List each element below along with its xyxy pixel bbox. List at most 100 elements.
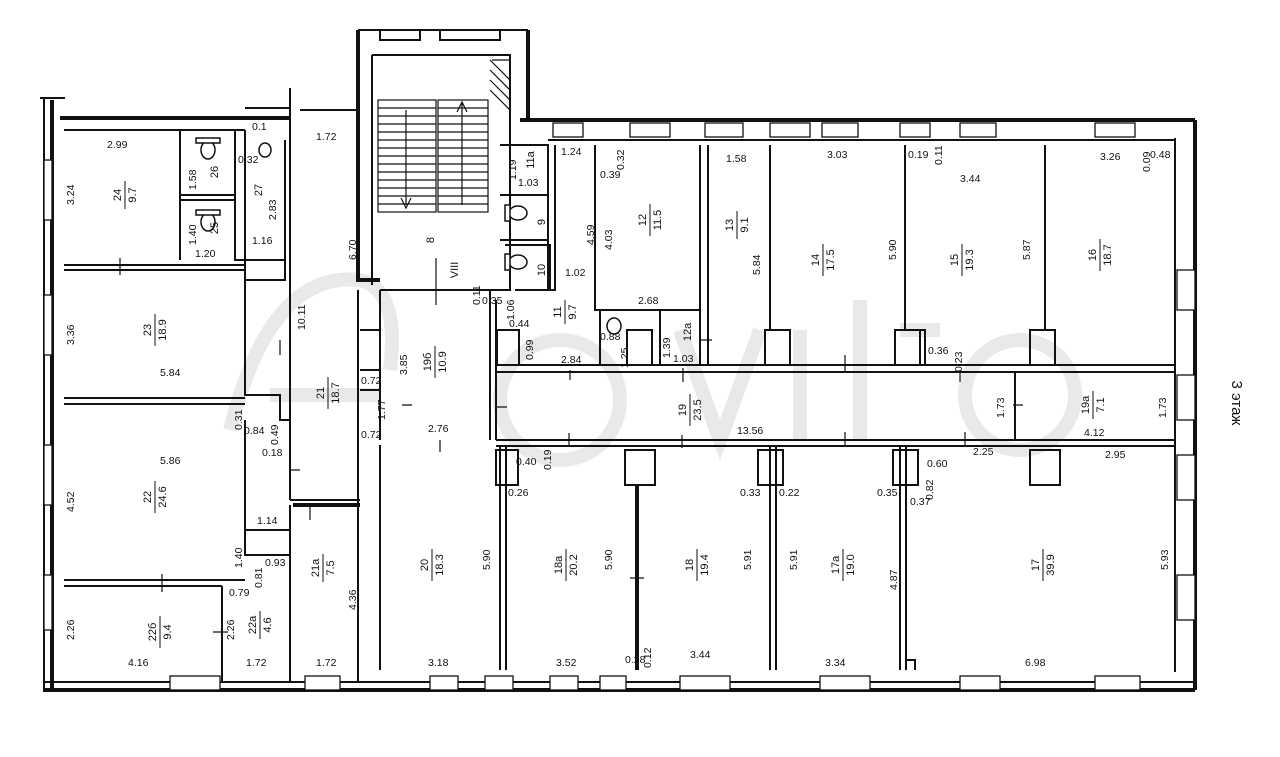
- dim-label: 5.90: [481, 549, 493, 570]
- dim-label: 4.59: [585, 224, 597, 245]
- dim-label: 1.25: [619, 347, 631, 368]
- dim-label: 5.91: [742, 549, 754, 570]
- dim-label: 5.91: [788, 549, 800, 570]
- room-label-11: 11 9.7: [552, 300, 579, 324]
- dim-label: 2.26: [65, 619, 77, 640]
- dim-label: 10.11: [296, 304, 308, 330]
- svg-text:19б: 19б: [422, 353, 434, 372]
- room-label-14: 14 17.5: [810, 244, 837, 276]
- dim-label: 1.72: [246, 657, 267, 669]
- room-label-22a: 22а 4.6: [247, 611, 274, 639]
- svg-text:17.5: 17.5: [825, 249, 837, 270]
- svg-text:13: 13: [724, 219, 736, 231]
- door-marks: [119, 258, 1023, 633]
- svg-text:7.1: 7.1: [1095, 397, 1107, 412]
- dim-label: 5.86: [160, 455, 181, 467]
- room-label-19a: 19а 7.1: [1080, 391, 1107, 419]
- dim-label: 3.18: [428, 657, 449, 669]
- dim-label: 1.72: [316, 131, 337, 143]
- dim-label: 3.03: [827, 149, 848, 161]
- dim-label: 3.34: [825, 657, 846, 669]
- dim-label: 2.26: [225, 619, 237, 640]
- dim-label: 1.40: [187, 224, 199, 245]
- room-label-11a: 11а: [525, 150, 537, 168]
- dim-label: 3.44: [960, 173, 981, 185]
- dim-label: 5.84: [751, 254, 763, 275]
- dim-label: 4.87: [888, 569, 900, 590]
- dim-label: 1.19: [507, 159, 519, 180]
- toilet-fixtures: [195, 137, 622, 335]
- dim-label: 0.23: [953, 351, 965, 372]
- svg-text:22б: 22б: [147, 623, 159, 642]
- dim-label: 0.32: [238, 154, 259, 166]
- room-label-13: 13 9.1: [724, 211, 751, 239]
- dim-label: 0.84: [244, 425, 265, 437]
- svg-text:39.9: 39.9: [1045, 554, 1057, 575]
- interior-walls: [64, 118, 1175, 682]
- dim-label: 2.68: [638, 295, 659, 307]
- room-label-22b: 22б 9.4: [147, 616, 174, 648]
- dim-label: 0.1: [252, 121, 267, 133]
- svg-text:18.3: 18.3: [434, 554, 446, 575]
- svg-text:24.6: 24.6: [157, 486, 169, 507]
- dimension-labels: 2.99 3.24 0.1 0.32 1.58 1.40 1.20 1.16 2…: [65, 121, 1171, 669]
- svg-text:8: 8: [425, 237, 437, 243]
- dim-label: 0.11: [471, 285, 483, 305]
- room-label-9: 9: [536, 219, 548, 225]
- dim-label: 0.22: [779, 487, 800, 499]
- dim-label: 0.79: [229, 587, 250, 599]
- svg-text:9.7: 9.7: [127, 187, 139, 202]
- svg-text:17а: 17а: [830, 555, 842, 574]
- svg-text:VIII: VIII: [449, 262, 461, 279]
- dim-label: 3.85: [398, 354, 410, 375]
- room-label-21a: 21а 7.5: [310, 554, 337, 582]
- svg-text:16: 16: [1087, 249, 1099, 261]
- dim-label: 0.39: [600, 169, 621, 181]
- dim-label: 0.28: [625, 654, 646, 666]
- svg-text:11: 11: [552, 306, 564, 317]
- dim-label: 0.31: [233, 409, 245, 430]
- svg-text:18а: 18а: [553, 555, 565, 574]
- svg-text:27: 27: [253, 184, 265, 196]
- room-label-12a: 12а: [682, 322, 694, 341]
- exterior-walls: [40, 29, 1197, 692]
- svg-text:12а: 12а: [682, 322, 694, 341]
- room-label-20: 20 18.3: [419, 549, 446, 581]
- svg-text:22: 22: [142, 491, 154, 503]
- dim-label: 4.36: [347, 589, 359, 610]
- dim-label: 0.88: [600, 331, 621, 343]
- svg-text:18: 18: [684, 559, 696, 571]
- dim-label: 5.90: [887, 239, 899, 260]
- svg-text:11.5: 11.5: [652, 210, 664, 231]
- dim-label: 0.18: [262, 447, 283, 459]
- dim-label: 1.72: [316, 657, 337, 669]
- dim-label: 0.19: [908, 149, 929, 161]
- dim-label: 0.93: [265, 557, 286, 569]
- dim-label: 0.19: [542, 449, 554, 470]
- svg-text:20: 20: [419, 559, 431, 571]
- svg-text:18.9: 18.9: [157, 319, 169, 340]
- dim-label: 0.99: [524, 339, 536, 360]
- dim-label: 0.11: [933, 145, 945, 165]
- svg-text:21: 21: [315, 387, 327, 399]
- dim-label: 5.84: [160, 367, 181, 379]
- svg-text:9.4: 9.4: [162, 624, 174, 639]
- svg-text:10.9: 10.9: [437, 351, 449, 372]
- dim-label: 3.44: [690, 649, 711, 661]
- dim-label: 5.90: [603, 549, 615, 570]
- dim-label: 3.52: [556, 657, 577, 669]
- dim-label: 4.12: [1084, 427, 1105, 439]
- dim-label: 0.40: [516, 456, 537, 468]
- dim-label: 2.84: [561, 354, 582, 366]
- dim-label: 6.70: [347, 239, 359, 260]
- dim-label: 0.32: [615, 149, 627, 170]
- svg-text:18.7: 18.7: [1102, 244, 1114, 265]
- dim-label: 5.87: [1021, 239, 1033, 260]
- dim-label: 1.16: [252, 235, 273, 247]
- room-label-16: 16 18.7: [1087, 239, 1114, 271]
- svg-text:10: 10: [536, 264, 548, 276]
- dim-label: 1.24: [561, 146, 582, 158]
- room-label-12: 12 11.5: [637, 204, 664, 236]
- svg-text:12: 12: [637, 214, 649, 226]
